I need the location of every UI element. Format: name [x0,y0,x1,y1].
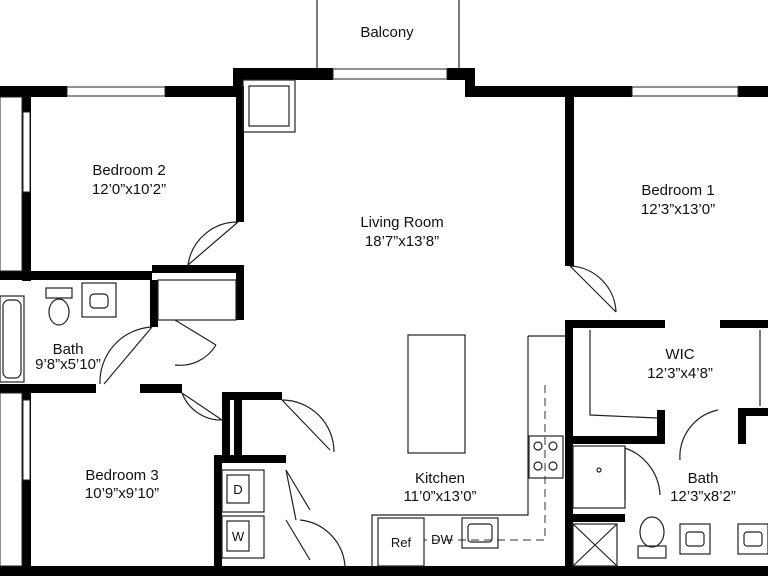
windows [0,68,739,567]
room-kitchen-name: Kitchen [415,470,465,487]
wall-bed1-left [565,86,574,266]
wall-bed2-bottom [22,271,152,280]
wall-wic-bottom-stub [657,410,665,444]
wall-hall-top [222,392,282,400]
wall-hall-right [234,392,242,455]
sink-right-2 [737,523,768,555]
wall-top-bed2 [165,86,243,97]
room-wic-name: WIC [665,346,694,363]
room-bedroom1-size: 12’3”x13’0” [641,201,715,218]
wall-wic-bottom [565,436,665,444]
room-bath-left-size: 9’8”x5’10” [35,356,101,373]
window-bed1-top [631,86,739,97]
fixture-labels: D W Ref DW [232,482,454,550]
washer [221,515,265,559]
kitchen-counter [371,335,565,566]
room-labels: Balcony Bedroom 2 12’0”x10’2” Living Roo… [35,24,736,505]
room-bedroom2-size: 12’0”x10’2” [92,181,166,198]
room-bedroom1-name: Bedroom 1 [641,182,714,199]
wall-bottom [0,566,768,576]
fixtures [0,79,768,567]
refrigerator [377,517,425,567]
wall-wic-top-right [720,320,768,328]
wall-bed2-bottom-right [152,265,244,273]
wall-closet-right [236,265,244,320]
wall-notch-right [465,68,475,97]
room-living-name: Living Room [360,214,443,231]
room-bath-right-size: 12’3”x8’2” [670,488,736,505]
dryer-label: D [233,482,242,497]
wall-bath2-divider [565,514,625,522]
kitchen-sink [461,517,499,549]
wall-top-left [0,86,67,97]
door-wic [589,330,719,461]
wall-bed3-right [214,455,222,576]
door-entry [299,519,346,567]
wall-laundry-top [214,455,286,463]
dishwasher-label: DW [431,532,453,547]
room-balcony-name: Balcony [360,24,414,41]
toilet-left [48,298,70,326]
room-wic-size: 12’3”x4’8” [647,365,713,382]
window-living-top [332,68,448,80]
room-bath-left-name: Bath [53,341,84,358]
window-left-upper [0,96,23,272]
wall-bed2-right [236,86,244,222]
washer-label: W [232,529,245,544]
balcony [316,0,460,70]
door-hall-closet [281,399,335,453]
room-bedroom3-size: 10’9”x9’10” [85,485,159,502]
bathtub [0,295,25,383]
wall-top-right [467,86,632,97]
door-closet [174,319,217,366]
room-bedroom2-name: Bedroom 2 [92,162,165,179]
wall-bath-bottom-right [140,384,182,393]
window-bed3-left [22,399,31,481]
toilet-right [639,516,665,548]
door-bath-right [624,447,661,500]
room-bath-right-name: Bath [688,470,719,487]
sink-right-1 [679,523,711,555]
wall-bath-bottom [0,384,96,393]
wall-wic-top [565,320,665,328]
wall-hall-left [222,392,230,455]
wall-top-notch [233,68,333,80]
wall-wic-right-stub2 [738,408,746,444]
fireplace [242,79,296,133]
doors [99,221,719,567]
dryer [221,469,265,513]
door-bed2 [187,221,239,266]
door-bed3 [181,392,223,421]
closet [157,279,237,321]
shower [572,445,626,509]
door-bath-left [99,326,153,385]
room-bedroom3-name: Bedroom 3 [85,467,158,484]
walls [0,68,768,576]
window-bed2-top [66,86,166,97]
sink-left [81,282,117,318]
wall-notch-left [233,68,243,97]
refrigerator-label: Ref [391,535,412,550]
door-bed1 [569,265,617,313]
room-kitchen-size: 11’0”x13’0” [403,488,476,505]
kitchen-island [407,334,466,454]
linen [572,523,618,567]
wall-bath-left-stub [0,271,30,280]
room-living-size: 18’7”x13’8” [365,233,439,250]
wall-top-far-right [738,86,768,97]
wall-top-living-right [447,68,470,80]
stove [528,435,564,479]
window-bed2-left [22,111,31,193]
window-left-lower [0,392,23,567]
wall-bath-right [150,280,158,327]
wall-wic-right-stub [738,408,768,416]
door-laundry [285,469,311,561]
